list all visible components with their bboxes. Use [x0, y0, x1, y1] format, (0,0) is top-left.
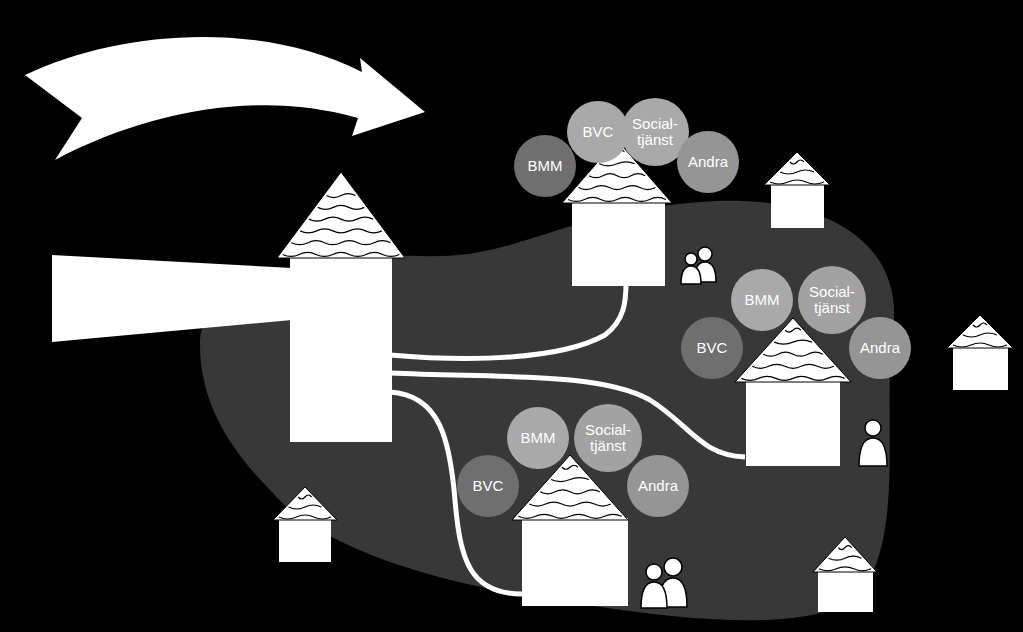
service-label: BVC [685, 340, 739, 356]
thatch-line [298, 495, 311, 499]
thatch-line [770, 180, 824, 184]
thatch-line [578, 186, 655, 190]
thatch-line [785, 328, 801, 332]
family-icon [681, 247, 716, 284]
hut-roof [273, 487, 337, 520]
service-label: Andra [853, 340, 907, 356]
service-circle: Social-tjänst [574, 404, 643, 473]
service-circle: BVC [681, 317, 743, 379]
service-circle: BVC [567, 101, 629, 163]
thatch-line [838, 546, 851, 550]
thatch-line [752, 364, 834, 368]
hut-wall [279, 518, 331, 562]
hut [277, 172, 405, 442]
service-circle: BMM [731, 269, 793, 331]
hut [273, 487, 337, 562]
hut-roof [764, 152, 830, 185]
hut [512, 455, 628, 606]
service-label: BVC [461, 478, 515, 494]
connection-line [390, 392, 522, 594]
thatch-line [741, 376, 844, 380]
thatch-line [963, 333, 997, 337]
hut [764, 152, 830, 228]
hut-roof [277, 172, 405, 258]
thatch-line [318, 205, 365, 209]
service-label: Social-tjänst [628, 116, 682, 148]
hut-wall [818, 570, 873, 612]
service-label: BMM [518, 158, 572, 174]
service-circle: Andra [627, 455, 689, 517]
hut-roof [947, 315, 1013, 348]
thatch-line [819, 567, 871, 571]
family-icon [641, 558, 687, 608]
thatch-line [790, 160, 804, 164]
thatch-line [291, 241, 390, 245]
hut-wall [746, 380, 840, 466]
service-circle: Andra [849, 317, 911, 379]
people [641, 247, 887, 608]
thatch-line [300, 229, 382, 233]
connection-line [390, 283, 626, 358]
thatch-line [279, 515, 331, 519]
service-circle: BMM [507, 407, 569, 469]
service-circle: BVC [457, 455, 519, 517]
thatch-line [568, 197, 666, 201]
hut-wall [290, 256, 392, 442]
service-label: BMM [511, 430, 565, 446]
hut-wall [771, 183, 824, 228]
thatch-line [562, 465, 578, 469]
curved-arrow [25, 37, 425, 160]
service-label: Social-tjänst [805, 284, 859, 316]
service-label: BMM [735, 292, 789, 308]
thatch-line [780, 170, 814, 174]
hut [735, 318, 851, 466]
hut-wall [522, 518, 628, 606]
thatch-line [289, 505, 322, 509]
thatch-line [973, 323, 987, 327]
thatch-line [529, 502, 611, 506]
hut [813, 537, 877, 612]
service-circle: Social-tjänst [798, 266, 867, 335]
thatch-line [763, 352, 823, 356]
houses [273, 140, 1013, 612]
thatch-line [829, 556, 862, 560]
service-label: Andra [631, 478, 685, 494]
thatch-line [518, 514, 621, 518]
thatch-line [953, 343, 1007, 347]
service-circle: Andra [677, 131, 739, 193]
service-circle: BMM [514, 135, 576, 197]
thatch-line [774, 340, 812, 344]
service-label: BVC [571, 124, 625, 140]
service-label: Social-tjänst [581, 422, 635, 454]
thatch-line [540, 490, 600, 494]
hut-roof [813, 537, 877, 572]
thatch-line [326, 194, 355, 198]
service-label: Andra [681, 154, 735, 170]
thatch-line [309, 217, 373, 221]
thatch-line [283, 252, 400, 256]
hut [947, 315, 1013, 390]
region [200, 201, 894, 620]
thatch-line [589, 174, 645, 178]
hut-wall [572, 201, 665, 286]
thatch-line [551, 478, 589, 482]
thatch-line [599, 162, 635, 166]
person-icon [859, 420, 887, 466]
hut-wall [953, 346, 1008, 390]
wide-arrow [52, 255, 292, 342]
